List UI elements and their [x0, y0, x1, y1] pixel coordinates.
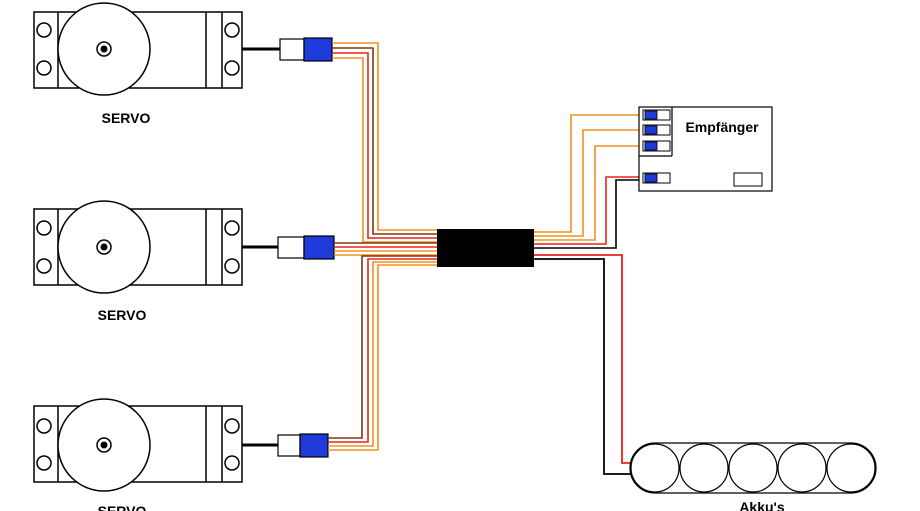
servo-2-wires: [334, 242, 438, 256]
battery-cell: [826, 443, 876, 493]
distribution-hub: [437, 229, 534, 267]
servo-3-wires: [328, 255, 438, 451]
battery-label: Akku's: [739, 499, 785, 511]
battery-cell: [630, 443, 680, 493]
receiver-switch: [733, 172, 763, 187]
servo-2: [33, 200, 335, 294]
servo-2-connector: [303, 235, 335, 260]
battery-wires: [534, 254, 636, 475]
receiver-label: Empfänger: [685, 119, 759, 135]
battery-pack: [629, 442, 877, 494]
servo-3-connector: [299, 433, 329, 458]
servo-1-label: SERVO: [102, 110, 151, 126]
servo-1-wires: [332, 42, 438, 243]
servo-1-connector: [303, 37, 333, 62]
battery-cell: [728, 443, 778, 493]
servo-1: [33, 2, 333, 96]
battery-cell: [777, 443, 827, 493]
receiver-wires: [534, 114, 643, 249]
servo-3: [33, 398, 329, 492]
battery-cell: [679, 443, 729, 493]
receiver: [638, 106, 773, 192]
servo-2-label: SERVO: [98, 307, 147, 323]
servo-3-label: SERVO: [98, 503, 147, 511]
